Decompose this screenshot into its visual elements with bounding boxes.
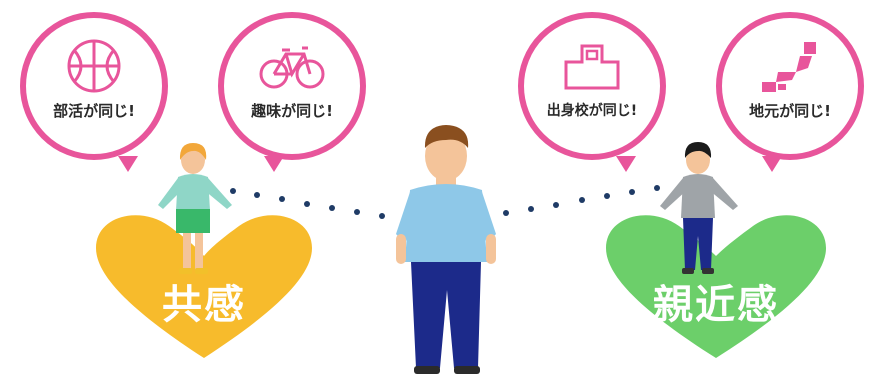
empathy-label: 共感 <box>162 282 246 328</box>
speech-bubble-school: 出身校が同じ! <box>518 12 666 172</box>
school-icon <box>564 44 620 90</box>
boy-figure <box>660 142 738 274</box>
bubble-label-school: 出身校が同じ! <box>546 103 638 119</box>
bubble-label-hometown: 地元が同じ! <box>749 102 831 120</box>
dotted-connection-left <box>230 188 385 219</box>
right-heart-shape <box>606 215 826 358</box>
dotted-connection-right <box>503 185 660 216</box>
bubble-tail <box>616 156 636 172</box>
bubble-tail <box>118 156 138 172</box>
left-heart-shape <box>96 215 312 358</box>
japan-map-icon <box>762 42 816 92</box>
speech-bubble-club: 部活が同じ! <box>20 12 168 172</box>
center-man-figure <box>396 125 496 374</box>
speech-bubble-hobby: 趣味が同じ! <box>218 12 366 172</box>
bicycle-icon <box>259 46 325 89</box>
basketball-icon <box>67 39 121 93</box>
bubble-tail <box>264 156 284 172</box>
familiarity-label: 親近感 <box>653 282 779 328</box>
bubble-label-hobby: 趣味が同じ! <box>251 102 333 120</box>
bubble-tail <box>762 156 782 172</box>
girl-figure <box>158 143 232 274</box>
speech-bubble-hometown: 地元が同じ! <box>716 12 864 172</box>
bubble-label-club: 部活が同じ! <box>53 102 135 120</box>
